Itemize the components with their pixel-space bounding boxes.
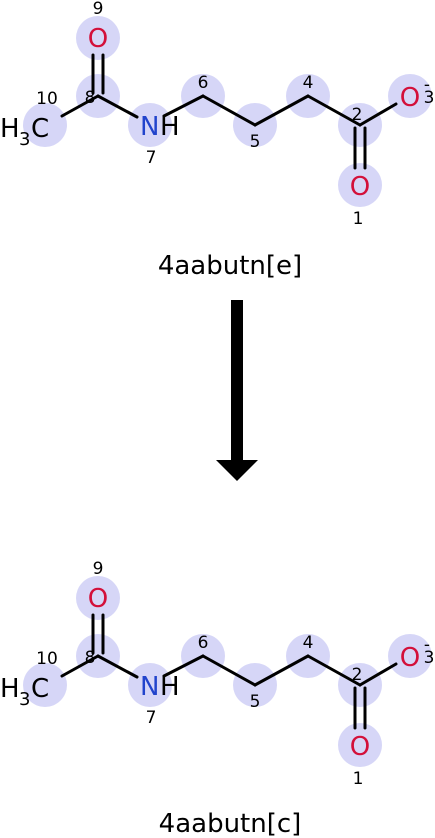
atom-number-8: 8 [85,88,96,108]
atom-number-1: 1 [353,209,364,229]
atom-number-6: 6 [198,73,209,93]
atom-h-10: H [0,114,20,144]
highlight-atom-1 [338,723,382,767]
atom-symbol-9: O [88,584,108,614]
bond-2-3 [358,662,398,687]
highlight-atom-3 [388,634,432,678]
atom-number-8: 8 [85,648,96,668]
bond-7-6 [162,654,205,678]
atom-number-7: 7 [146,708,157,728]
atom-number-2: 2 [352,665,363,685]
bond-5-4 [253,94,310,127]
molecule-top: O O O N H H 3 C 9 8 10 7 6 5 4 2 3 - 1 4… [0,0,434,281]
bond-2-3 [358,102,398,127]
bond-10-8 [60,654,100,678]
highlight-atom-9 [76,576,120,620]
atom-highlights [23,576,432,767]
bonds [60,53,398,170]
highlight-atom-10 [23,103,67,147]
bond-4-2 [306,94,362,127]
bond-6-5 [201,654,257,687]
atom-number-2: 2 [352,105,363,125]
atom-group-10: H 3 C [0,674,49,710]
atom-symbol-10: C [31,674,49,704]
atom-symbol-9: O [88,24,108,54]
bonds [60,613,398,730]
highlight-atom-10 [23,663,67,707]
atom-charge-3: - [424,75,430,95]
molecule-bottom: O O O N H H 3 C 9 8 10 7 6 5 4 2 3 - 1 4… [0,559,434,838]
bond-10-8 [60,94,100,118]
highlight-atom-3 [388,74,432,118]
bond-5-4 [253,654,310,687]
atom-symbol-3: O [400,83,420,113]
atom-number-4: 4 [303,633,314,653]
atom-number-5: 5 [250,132,261,152]
atom-number-3: 3 [424,648,435,668]
arrow-shaft [231,300,243,462]
highlight-atom-1 [338,163,382,207]
atom-h-7: H [160,672,180,702]
arrow-head [216,460,258,481]
bond-8-7 [96,94,139,119]
atom-h-sub-10: 3 [19,129,30,150]
atom-highlights [23,16,432,207]
bond-4-2 [306,654,362,687]
highlight-atom-9 [76,16,120,60]
atom-symbol-7: N [140,672,159,702]
atom-charge-3: - [424,635,430,655]
atom-number-1: 1 [353,769,364,789]
molecule-name-bottom: 4aabutn[c] [159,809,302,838]
atom-symbol-3: O [400,643,420,673]
atom-group-10: H 3 C [0,114,49,150]
atom-symbol-10: C [31,114,49,144]
bond-7-6 [162,94,205,118]
atom-numbers: 9 8 10 7 6 5 4 2 3 - 1 [36,0,434,229]
molecule-name-top: 4aabutn[e] [158,251,302,281]
atom-h-10: H [0,674,20,704]
atom-number-4: 4 [303,73,314,93]
atom-h-7: H [160,112,180,142]
atom-number-6: 6 [198,633,209,653]
highlight-atom-7 [128,103,172,147]
atom-number-5: 5 [250,692,261,712]
atom-numbers: 9 8 10 7 6 5 4 2 3 - 1 [36,559,434,789]
bond-8-7 [96,654,139,679]
atom-symbol-7: N [140,112,159,142]
highlight-atom-7 [128,663,172,707]
atom-symbol-1: O [350,172,370,202]
atom-number-9: 9 [93,0,104,19]
atom-symbol-1: O [350,732,370,762]
atom-number-3: 3 [424,88,435,108]
atom-number-9: 9 [93,559,104,579]
reaction-arrow [216,300,258,481]
atom-h-sub-10: 3 [19,689,30,710]
atom-labels: O O O N H H 3 C [0,584,420,762]
atom-number-10: 10 [36,89,58,109]
atom-labels: O O O N H H 3 C [0,24,420,202]
bond-6-5 [201,94,257,127]
atom-number-10: 10 [36,649,58,669]
atom-number-7: 7 [146,148,157,168]
